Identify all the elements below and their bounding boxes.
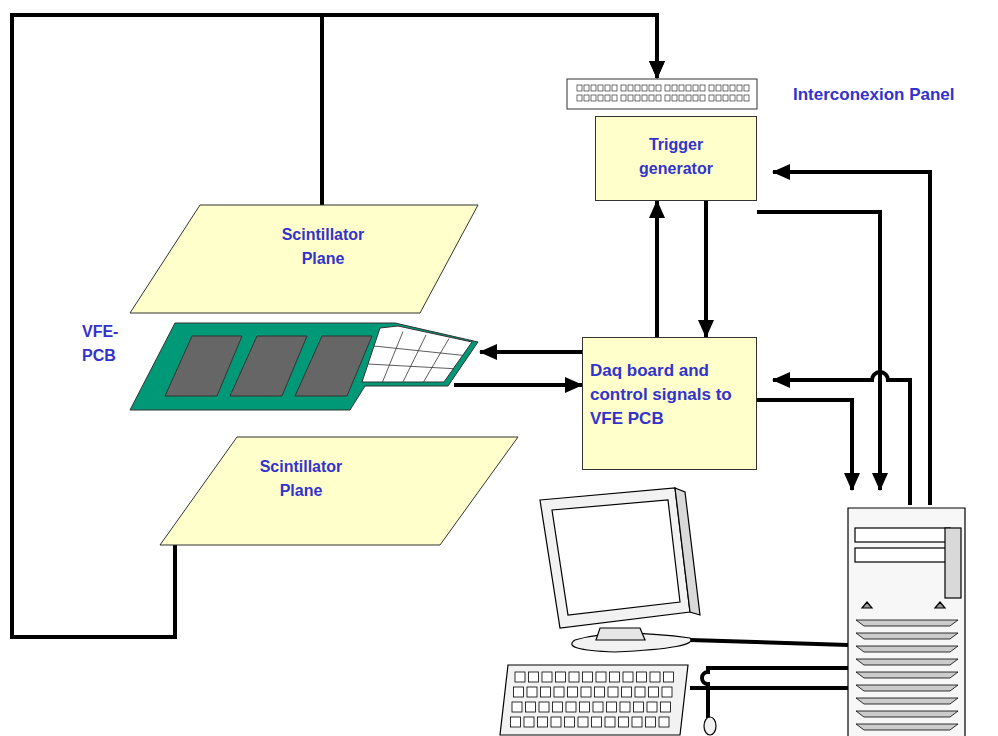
signal-arrow: [12, 15, 657, 637]
key: [635, 687, 645, 697]
node-label: Trigger generator: [623, 133, 729, 181]
vent-slot: [856, 646, 958, 652]
key: [646, 717, 656, 727]
vent-slot: [856, 724, 958, 730]
key: [512, 702, 522, 712]
key: [529, 672, 539, 682]
trigger-box: Trigger generator: [595, 116, 757, 201]
vent-slot: [856, 620, 958, 626]
node-label: Scintillator Plane: [262, 223, 384, 271]
key: [649, 687, 659, 697]
key: [607, 702, 617, 712]
key: [608, 687, 618, 697]
key: [580, 702, 590, 712]
key: [568, 687, 578, 697]
key: [619, 717, 629, 727]
key: [596, 672, 606, 682]
key: [662, 687, 672, 697]
key: [622, 687, 632, 697]
signal-arrow: [655, 201, 659, 337]
key: [610, 672, 620, 682]
node-label: Daq board and control signals to VFE PCB: [590, 359, 738, 431]
key: [605, 717, 615, 727]
pc-to-trigger-wire: [773, 172, 930, 505]
mouse: [704, 717, 716, 735]
computer-tower: [848, 508, 965, 736]
key: [581, 687, 591, 697]
vent-slot: [856, 659, 958, 665]
vent-slot: [856, 633, 958, 639]
key: [620, 702, 630, 712]
key: [583, 672, 593, 682]
key: [541, 687, 551, 697]
key: [664, 672, 674, 682]
key: [556, 672, 566, 682]
key: [526, 702, 536, 712]
key: [515, 672, 525, 682]
key: [595, 687, 605, 697]
scintillator-plane: Scintillator Plane: [160, 437, 518, 545]
vent-slot: [856, 685, 958, 691]
key: [578, 717, 588, 727]
daq-to-pc-wire: [757, 400, 852, 490]
trigger-box-outline: [595, 116, 757, 201]
key: [637, 672, 647, 682]
key: [565, 717, 575, 727]
key: [647, 702, 657, 712]
key: [661, 702, 671, 712]
monitor: [540, 488, 700, 652]
key: [569, 672, 579, 682]
mouse-cable: [702, 668, 848, 718]
key: [514, 687, 524, 697]
node-label: Scintillator Plane: [240, 455, 362, 503]
key: [632, 717, 642, 727]
key: [542, 672, 552, 682]
keyboard: [500, 665, 688, 735]
vent-slot: [856, 711, 958, 717]
key: [623, 672, 633, 682]
scintillator-plane: Scintillator Plane: [130, 205, 478, 313]
key: [551, 717, 561, 727]
key: [524, 717, 534, 727]
key: [659, 717, 669, 727]
key: [527, 687, 537, 697]
keyboard-cable: [690, 686, 848, 690]
key: [553, 702, 563, 712]
vent-slot: [856, 672, 958, 678]
key: [538, 717, 548, 727]
monitor-cable: [690, 640, 848, 645]
signal-arrow: [480, 350, 582, 354]
signal-arrow: [454, 383, 582, 387]
key: [566, 702, 576, 712]
vfe-pcb: VFE-PCB: [80, 320, 480, 412]
key: [593, 702, 603, 712]
node-label: VFE-PCB: [82, 320, 128, 368]
scintillator-plane-outline: [160, 437, 518, 545]
key: [592, 717, 602, 727]
pc-to-daq-wire: [773, 372, 910, 505]
key: [511, 717, 521, 727]
trigger-to-pc-wire: [757, 212, 880, 490]
key: [554, 687, 564, 697]
key: [634, 702, 644, 712]
vent-slot: [856, 698, 958, 704]
node-label: Interconexion Panel: [793, 83, 988, 107]
key: [650, 672, 660, 682]
interconnect-panel: Interconexion Panel: [565, 78, 990, 112]
key: [539, 702, 549, 712]
daq-box: Daq board and control signals to VFE PCB: [582, 337, 757, 470]
signal-arrow: [704, 201, 708, 337]
vfe-pcb-outline: [80, 320, 480, 412]
